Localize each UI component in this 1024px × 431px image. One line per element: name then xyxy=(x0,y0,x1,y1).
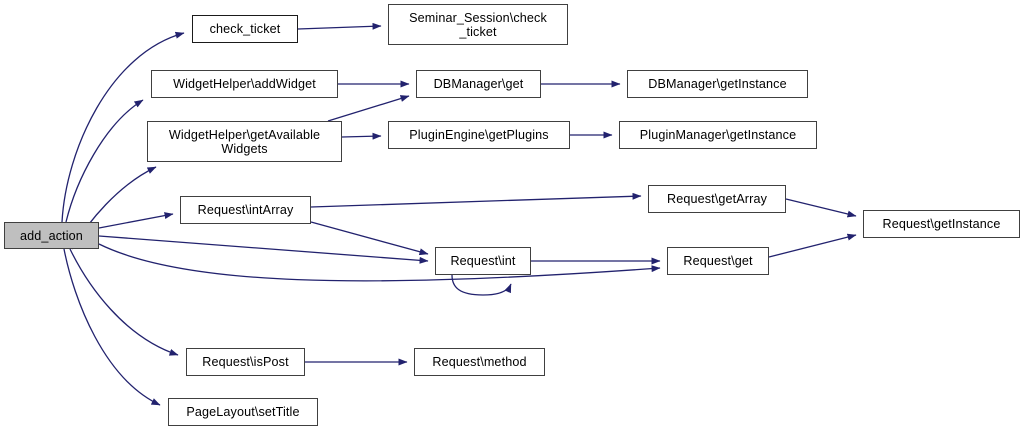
call-edge-req_intArray-to-req_getArray xyxy=(310,192,642,208)
graph-node-req_intArray[interactable]: Request\intArray xyxy=(180,196,311,224)
call-edge-add_action-to-req_isPost xyxy=(69,248,179,356)
graph-node-req_isPost[interactable]: Request\isPost xyxy=(186,348,305,376)
call-edge-add_action-to-addWidget xyxy=(65,99,144,223)
graph-node-pagelayout_title[interactable]: PageLayout\setTitle xyxy=(168,398,318,426)
graph-node-addWidget[interactable]: WidgetHelper\addWidget xyxy=(151,70,338,98)
call-edge-req_getArray-to-req_getInstance xyxy=(785,198,857,218)
graph-node-dbmanager_inst[interactable]: DBManager\getInstance xyxy=(627,70,808,98)
call-edge-req_int-to-req_int xyxy=(451,274,512,296)
graph-node-req_int[interactable]: Request\int xyxy=(435,247,531,275)
call-edge-add_action-to-pagelayout_title xyxy=(63,248,161,406)
call-edge-add_action-to-req_intArray xyxy=(98,212,174,229)
graph-node-pluginmanager_inst[interactable]: PluginManager\getInstance xyxy=(619,121,817,149)
graph-node-req_getArray[interactable]: Request\getArray xyxy=(648,185,786,213)
call-edge-add_action-to-req_int xyxy=(98,235,429,264)
call-edge-getAvailWidgets-to-pluginengine_get xyxy=(341,132,382,140)
graph-node-add_action[interactable]: add_action xyxy=(4,222,99,249)
graph-node-req_method[interactable]: Request\method xyxy=(414,348,545,376)
call-edge-check_ticket-to-seminar_check xyxy=(297,22,382,30)
graph-node-req_getInstance[interactable]: Request\getInstance xyxy=(863,210,1020,238)
graph-node-check_ticket[interactable]: check_ticket xyxy=(192,15,298,43)
graph-node-pluginengine_get[interactable]: PluginEngine\getPlugins xyxy=(388,121,570,149)
call-edge-getAvailWidgets-to-dbmanager_get xyxy=(327,95,410,122)
call-edge-req_intArray-to-req_int xyxy=(310,221,429,256)
graph-node-dbmanager_get[interactable]: DBManager\get xyxy=(416,70,541,98)
graph-node-getAvailWidgets[interactable]: WidgetHelper\getAvailable Widgets xyxy=(147,121,342,162)
call-edge-req_get-to-req_getInstance xyxy=(768,233,857,258)
call-edge-add_action-to-req_get xyxy=(98,243,661,282)
call-edge-add_action-to-check_ticket xyxy=(61,31,185,223)
graph-node-req_get[interactable]: Request\get xyxy=(667,247,769,275)
graph-node-seminar_check[interactable]: Seminar_Session\check _ticket xyxy=(388,4,568,45)
